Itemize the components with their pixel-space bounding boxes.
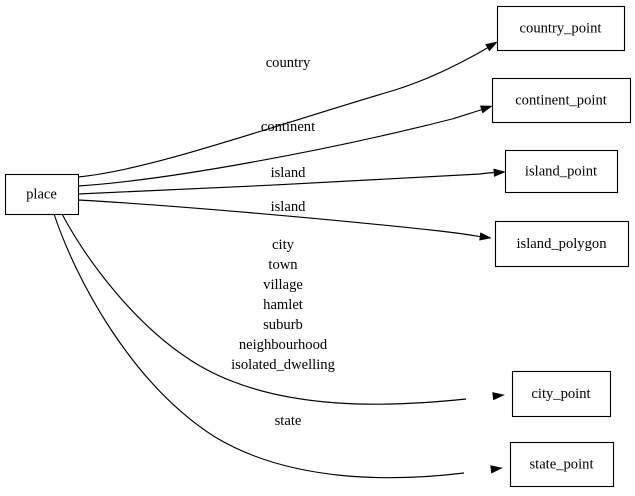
edge-label-line: town: [268, 257, 298, 273]
node-label: place: [26, 186, 57, 202]
edge-label-place-island_polygon: island: [271, 199, 307, 215]
edge-place-city_point: [61, 213, 505, 405]
edge-label-place-country_point: country: [266, 55, 311, 71]
node-label: country_point: [520, 20, 602, 36]
node-label: continent_point: [515, 92, 607, 108]
node-label: state_point: [529, 456, 593, 472]
edge-labels-layer: country continent island island city town vill…: [231, 55, 335, 429]
edge-label-place-island_point: island: [271, 165, 307, 181]
edges-layer: [53, 41, 506, 479]
node-island_polygon[interactable]: island_polygon: [494, 220, 630, 268]
edge-label-line: island: [271, 165, 307, 181]
node-continent_point[interactable]: continent_point: [491, 77, 632, 124]
edge-arrowhead: [492, 392, 505, 401]
node-state_point[interactable]: state_point: [509, 441, 615, 488]
node-label: city_point: [531, 386, 590, 402]
edge-label-place-state_point: state: [275, 413, 302, 429]
edge-line: [77, 46, 490, 178]
edge-label-line: state: [275, 413, 302, 429]
node-box[interactable]: [509, 441, 615, 488]
edge-label-line: island: [271, 199, 307, 215]
node-box[interactable]: [494, 220, 630, 268]
node-island_point[interactable]: island_point: [504, 149, 619, 194]
node-box[interactable]: [496, 5, 626, 52]
edge-arrowhead: [490, 465, 503, 474]
edge-place-country_point: [77, 41, 498, 178]
edge-label-line: village: [263, 277, 303, 293]
edge-label-line: continent: [261, 119, 315, 135]
edge-line: [77, 171, 498, 195]
node-box[interactable]: [504, 149, 619, 194]
edge-label-line: country: [266, 55, 311, 71]
edge-line: [77, 199, 484, 238]
node-box[interactable]: [4, 173, 80, 216]
edge-arrowhead: [479, 232, 492, 241]
node-box[interactable]: [511, 370, 612, 418]
edge-label-line: city: [272, 237, 295, 253]
node-label: island_point: [525, 163, 597, 179]
edge-label-place-continent_point: continent: [261, 119, 315, 135]
edge-label-line: suburb: [263, 317, 303, 333]
edge-place-state_point: [53, 213, 503, 479]
edge-arrowhead: [485, 41, 498, 52]
node-label: island_polygon: [517, 236, 608, 252]
edge-line: [53, 213, 465, 479]
nodes-layer: place country_point continent_point island_…: [4, 5, 632, 488]
edge-label-place-city_point: city town village hamlet suburb neighbourhood…: [231, 237, 335, 373]
node-place[interactable]: place: [4, 173, 80, 216]
edge-label-line: neighbourhood: [239, 337, 328, 353]
edge-line: [77, 108, 485, 187]
node-country_point[interactable]: country_point: [496, 5, 626, 52]
edge-label-line: isolated_dwelling: [231, 357, 335, 373]
node-box[interactable]: [491, 77, 632, 124]
edge-label-line: hamlet: [263, 297, 303, 313]
edge-arrowhead: [479, 105, 493, 114]
node-city_point[interactable]: city_point: [511, 370, 612, 418]
edge-arrowhead: [493, 168, 506, 177]
edge-place-island_point: [77, 168, 506, 195]
edge-line: [61, 213, 467, 405]
edge-place-continent_point: [77, 105, 493, 187]
edge-place-island_polygon: [77, 199, 492, 241]
